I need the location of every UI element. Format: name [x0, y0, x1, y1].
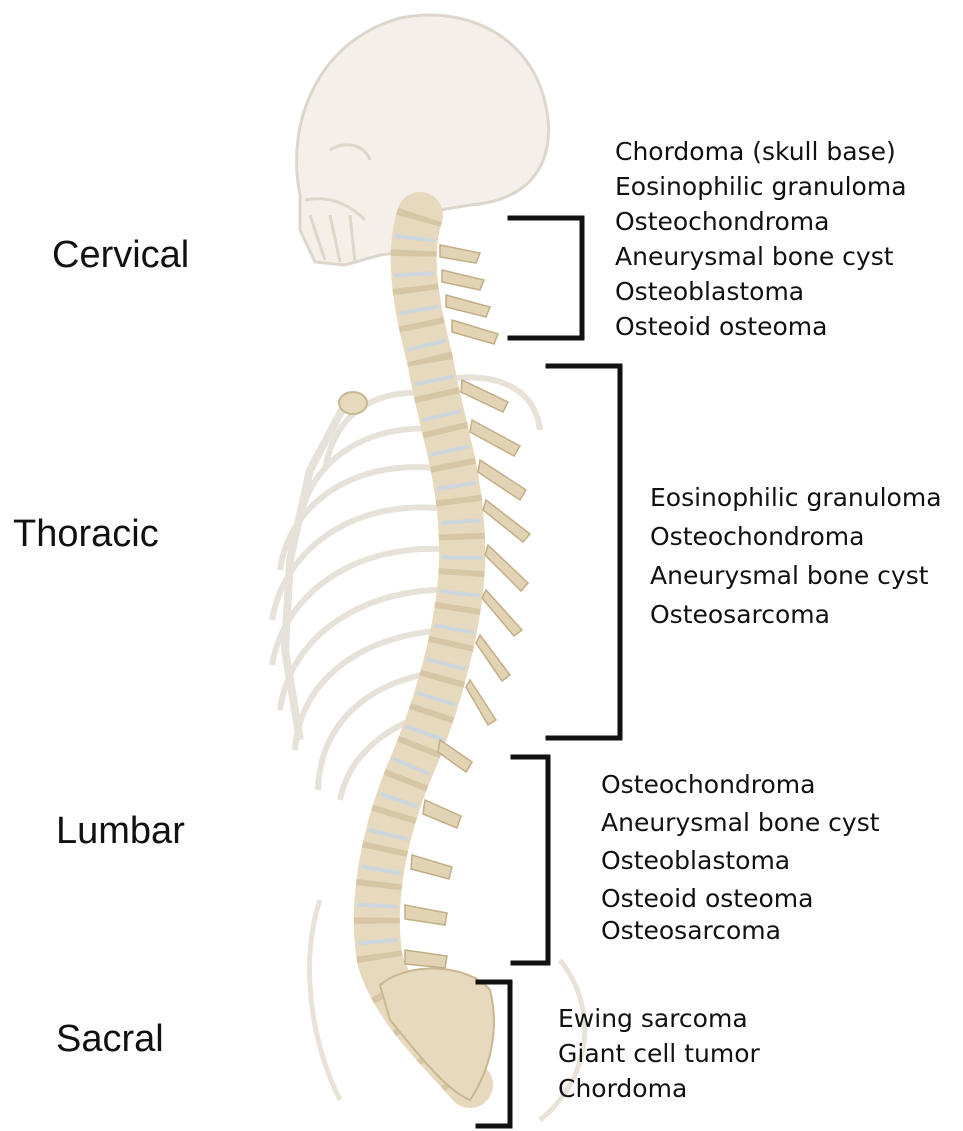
tumor-list-lumbar: Osteochondroma Aneurysmal bone cyst Oste… [601, 766, 880, 950]
tumor-item: Osteoblastoma [615, 274, 907, 309]
tumor-item: Osteoid osteoma [615, 309, 907, 344]
region-label-sacral: Sacral [56, 1020, 164, 1058]
tumor-item: Aneurysmal bone cyst [615, 239, 907, 274]
tumor-item: Osteochondroma [615, 204, 907, 239]
tumor-item: Chordoma [558, 1071, 760, 1106]
tumor-item: Eosinophilic granuloma [615, 169, 907, 204]
tumor-list-thoracic: Eosinophilic granuloma Osteochondroma An… [650, 478, 942, 634]
bracket-cervical [510, 218, 582, 338]
tumor-item: Osteochondroma [650, 517, 942, 556]
region-label-lumbar: Lumbar [56, 812, 185, 850]
tumor-item: Osteochondroma [601, 766, 880, 804]
tumor-item: Ewing sarcoma [558, 1001, 760, 1036]
tumor-list-cervical: Chordoma (skull base) Eosinophilic granu… [615, 134, 907, 344]
tumor-item: Osteosarcoma [650, 595, 942, 634]
tumor-item: Aneurysmal bone cyst [650, 556, 942, 595]
region-label-thoracic: Thoracic [13, 515, 159, 553]
tumor-item: Chordoma (skull base) [615, 134, 907, 169]
region-label-cervical: Cervical [52, 236, 189, 274]
tumor-item: Osteoblastoma [601, 842, 880, 880]
bracket-thoracic [548, 366, 620, 738]
clavicle-joint [339, 392, 367, 414]
tumor-item: Giant cell tumor [558, 1036, 760, 1071]
tumor-item: Aneurysmal bone cyst [601, 804, 880, 842]
bracket-lumbar [513, 757, 548, 963]
tumor-item: Osteosarcoma [601, 912, 880, 950]
tumor-list-sacral: Ewing sarcoma Giant cell tumor Chordoma [558, 1001, 760, 1106]
tumor-item: Eosinophilic granuloma [650, 478, 942, 517]
